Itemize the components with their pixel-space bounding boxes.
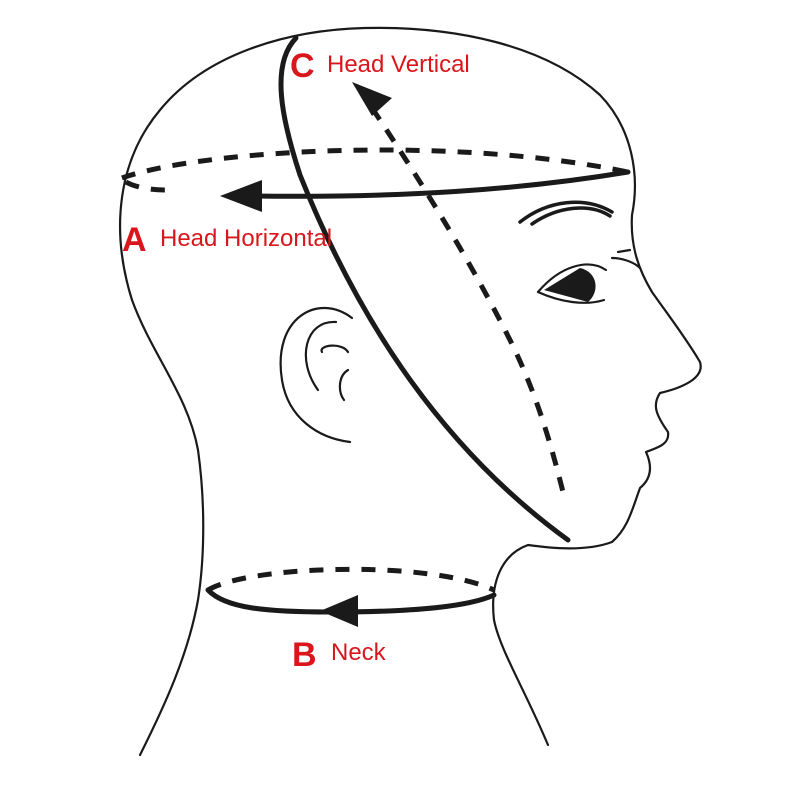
head-vertical-dashed-line bbox=[369, 106, 568, 501]
label-letter: B bbox=[292, 636, 317, 674]
head-vertical-arrow bbox=[352, 82, 392, 116]
label-letter: C bbox=[290, 47, 315, 85]
label-head-vertical: C Head Vertical bbox=[290, 47, 470, 85]
label-neck: B Neck bbox=[292, 636, 387, 674]
neck-dashed-line bbox=[206, 566, 496, 593]
head-horizontal-dashed-line bbox=[121, 147, 629, 181]
label-name: Head Horizontal bbox=[160, 225, 332, 252]
head-horizontal-dashed-back bbox=[124, 179, 166, 193]
head-profile-outline bbox=[119, 26, 702, 757]
head-vertical-line bbox=[278, 35, 571, 543]
eye bbox=[536, 248, 642, 304]
label-name: Head Vertical bbox=[327, 51, 470, 78]
label-head-horizontal: A Head Horizontal bbox=[122, 221, 332, 259]
ear bbox=[279, 307, 354, 444]
head-horizontal-arrow bbox=[220, 180, 262, 212]
eyebrow bbox=[518, 200, 614, 226]
label-name: Neck bbox=[331, 639, 387, 666]
label-letter: A bbox=[122, 221, 147, 259]
head-horizontal-line bbox=[249, 169, 631, 199]
neck-arrow bbox=[320, 595, 358, 627]
